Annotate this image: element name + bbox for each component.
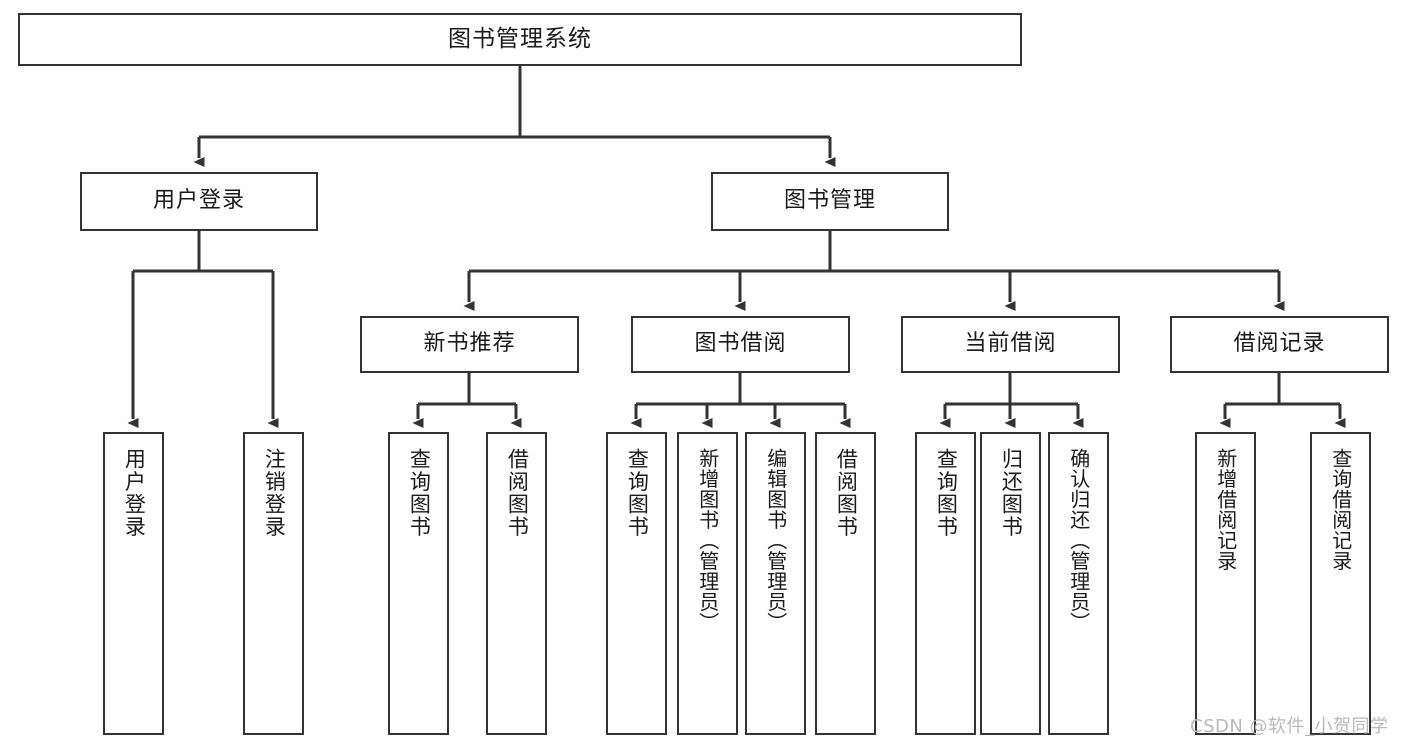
leaf-add-book-admin-label: 新增图书（管理员） [695, 448, 720, 633]
leaf-user-login-label: 用户登录 [122, 448, 147, 538]
leaf-add-book-admin[interactable]: 新增图书（管理员） [677, 432, 738, 735]
leaf-query-book-recommend-label: 查询图书 [407, 448, 432, 538]
leaf-logout[interactable]: 注销登录 [243, 432, 304, 735]
node-root[interactable]: 图书管理系统 [18, 13, 1022, 66]
node-borrow-record-label: 借阅记录 [1233, 331, 1326, 357]
leaf-edit-book-admin[interactable]: 编辑图书（管理员） [745, 432, 806, 735]
csdn-watermark: CSDN @软件_小贺同学 [1190, 716, 1389, 737]
node-book-management[interactable]: 图书管理 [711, 172, 949, 231]
leaf-borrow-book-recommend-label: 借阅图书 [505, 448, 530, 538]
leaf-query-borrow-record[interactable]: 查询借阅记录 [1310, 432, 1371, 735]
node-book-borrow-label: 图书借阅 [694, 331, 787, 357]
node-book-management-label: 图书管理 [783, 188, 876, 214]
leaf-query-book-borrow[interactable]: 查询图书 [606, 432, 667, 735]
leaf-query-book-recommend[interactable]: 查询图书 [388, 432, 449, 735]
node-user-login-label: 用户登录 [152, 188, 245, 214]
leaf-confirm-return-admin[interactable]: 确认归还（管理员） [1048, 432, 1109, 735]
leaf-logout-label: 注销登录 [262, 448, 287, 538]
node-book-borrow[interactable]: 图书借阅 [631, 316, 850, 373]
node-user-login[interactable]: 用户登录 [80, 172, 318, 231]
leaf-add-borrow-record-label: 新增借阅记录 [1213, 448, 1238, 571]
node-new-book-recommend-label: 新书推荐 [423, 331, 516, 357]
leaf-return-book-label: 归还图书 [999, 448, 1024, 538]
leaf-query-book-current[interactable]: 查询图书 [915, 432, 976, 735]
leaf-borrow-book-recommend[interactable]: 借阅图书 [486, 432, 547, 735]
leaf-add-borrow-record[interactable]: 新增借阅记录 [1195, 432, 1256, 735]
leaf-borrow-book[interactable]: 借阅图书 [815, 432, 876, 735]
leaf-borrow-book-label: 借阅图书 [834, 448, 859, 538]
leaf-confirm-return-admin-label: 确认归还（管理员） [1066, 448, 1091, 633]
leaf-query-book-borrow-label: 查询图书 [625, 448, 650, 538]
leaf-query-book-current-label: 查询图书 [934, 448, 959, 538]
leaf-edit-book-admin-label: 编辑图书（管理员） [763, 448, 788, 633]
node-current-borrow[interactable]: 当前借阅 [901, 316, 1120, 373]
leaf-user-login[interactable]: 用户登录 [103, 432, 164, 735]
node-root-label: 图书管理系统 [448, 25, 592, 52]
node-current-borrow-label: 当前借阅 [964, 331, 1057, 357]
leaf-return-book[interactable]: 归还图书 [980, 432, 1041, 735]
node-borrow-record[interactable]: 借阅记录 [1170, 316, 1389, 373]
leaf-query-borrow-record-label: 查询借阅记录 [1328, 448, 1353, 571]
node-new-book-recommend[interactable]: 新书推荐 [360, 316, 579, 373]
